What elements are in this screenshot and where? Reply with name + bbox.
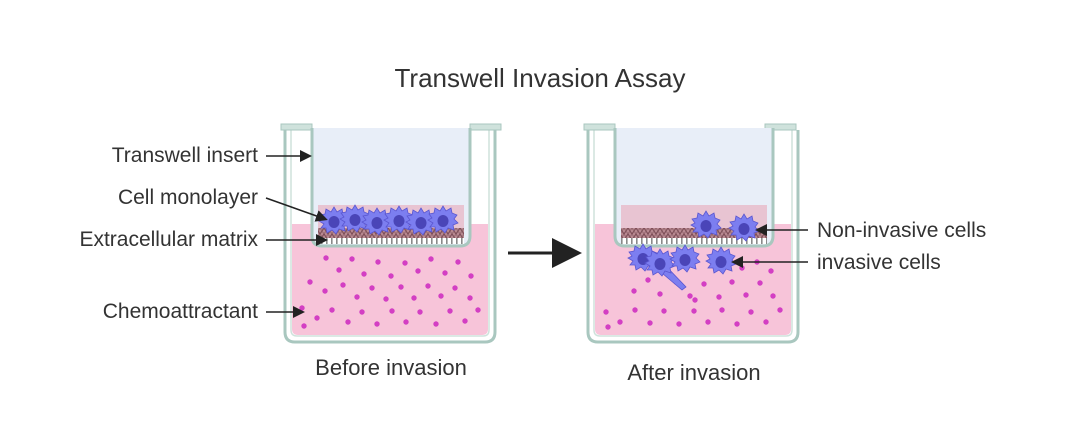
well-before [280,123,502,344]
chemoattractant-dots-after [603,259,783,330]
chemoattractant-dots-before [299,255,481,329]
label-invasive-cells: invasive cells [817,251,941,274]
caption-before: Before invasion [315,355,467,380]
label-chemoattractant: Chemoattractant [103,300,258,323]
label-cell-monolayer: Cell monolayer [118,186,258,209]
extracellular-matrix-after [621,228,767,238]
well-after [583,123,800,344]
diagram-title: Transwell Invasion Assay [395,63,686,93]
label-non-invasive-cells: Non-invasive cells [817,219,986,242]
outer-well-after [586,130,800,344]
caption-after: After invasion [627,360,760,385]
invasive-cells [627,243,737,291]
label-transwell-insert: Transwell insert [112,144,258,167]
extracellular-matrix-before [318,228,464,238]
chemoattractant-medium-before [292,224,488,335]
label-extracellular-matrix: Extracellular matrix [79,228,258,251]
outer-well-before [283,130,497,344]
leader-cell-monolayer [265,197,328,222]
